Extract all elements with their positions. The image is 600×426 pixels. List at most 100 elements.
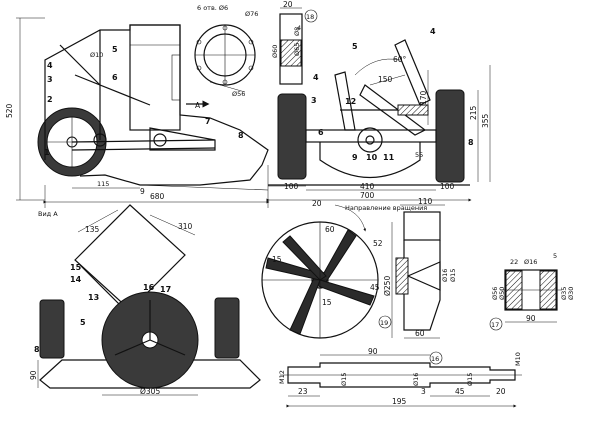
callout-side-4b: 4 [430, 27, 436, 36]
dim-hub-d30: Ø30 [567, 287, 575, 300]
dim-hub-d5: 5 [553, 252, 557, 260]
dim-side-d55: 55 [415, 151, 423, 159]
callout-side-9: 9 [352, 153, 358, 162]
dim-impeller-d15a: 15 [272, 255, 282, 264]
dim-front-wheel-offset: 115 [97, 180, 109, 188]
callout-side-12: 12 [345, 97, 356, 106]
dim-side-d215: 215 [469, 105, 478, 120]
callout-bottom-16: 16 [143, 283, 155, 292]
callout-front-5: 5 [112, 45, 118, 54]
dim-blade-d15: Ø15 [449, 269, 457, 282]
dim-side-w410: 410 [360, 182, 375, 191]
callout-side-8: 8 [468, 138, 474, 147]
dim-impeller-d52: 52 [373, 239, 383, 248]
front-body-outline [44, 24, 269, 186]
callout-side-11: 11 [383, 153, 395, 162]
callout-side-6: 6 [318, 128, 324, 137]
side-view: 410 100 100 700 355 215 170 150 60° 55 3… [266, 27, 491, 202]
impeller-blades [265, 229, 375, 335]
impeller-direction-label: Направление вращения [345, 204, 427, 212]
dim-shaft-m10: M10 [514, 352, 522, 366]
dim-bracket-w: 20 [283, 0, 293, 9]
dim-bracket-h2: Ø65 [293, 43, 301, 56]
callout-side-4: 4 [313, 73, 319, 82]
dim-hub-d50: Ø50 [498, 287, 506, 300]
dim-ring-outer: Ø76 [245, 10, 258, 18]
dim-side-d150: 150 [378, 75, 393, 84]
dim-side-w100a: 100 [284, 182, 299, 191]
callout-ref-17: 17 [491, 321, 499, 329]
dim-hub-d16: Ø16 [524, 258, 537, 266]
dim-hub-d90: 90 [526, 314, 536, 323]
dim-blade-d60: 60 [415, 329, 425, 338]
dim-side-w100b: 100 [440, 182, 455, 191]
dim-shaft-d15b: Ø15 [466, 373, 474, 386]
dim-bracket-h3: Ø8 [293, 27, 301, 36]
dim-shaft-d45: 45 [455, 387, 465, 396]
dim-shaft-d90: 90 [368, 347, 378, 356]
shaft-detail: 90 M12 Ø15 Ø16 Ø15 M10 16 23 3 45 20 195 [278, 347, 522, 408]
dim-shaft-d23: 23 [298, 387, 308, 396]
callout-front-8: 8 [238, 131, 244, 140]
callout-front-6: 6 [112, 73, 118, 82]
callout-side-5: 5 [352, 42, 358, 51]
dim-front-width: 680 [150, 192, 165, 201]
dim-blade-w110: 110 [418, 197, 433, 206]
dim-shaft-d195: 195 [392, 397, 407, 406]
dim-front-height: 520 [5, 103, 14, 118]
callout-ref-16: 16 [431, 355, 439, 363]
dim-impeller-d45: 45 [370, 283, 380, 292]
dim-impeller-d20: 20 [312, 199, 322, 208]
dim-shaft-d20: 20 [496, 387, 506, 396]
side-chute [334, 71, 356, 131]
dim-view-a-d135: 135 [85, 225, 100, 234]
callout-bottom-15: 15 [70, 263, 82, 272]
view-a-wheel-right [214, 297, 240, 359]
dim-view-a-d305: Ø305 [140, 387, 160, 396]
blade-section: 110 60 Ø16 Ø15 [395, 197, 457, 339]
callout-front-2: 2 [47, 95, 53, 104]
dim-shaft-d3: 3 [421, 387, 426, 396]
front-view-arrow-a: A [195, 101, 201, 110]
callout-ref-18: 18 [306, 13, 314, 21]
view-a: Вид А 135 310 Ø305 90 5 8 13 14 15 16 17 [29, 204, 261, 396]
callout-side-10: 10 [366, 153, 378, 162]
dim-bracket-t: 4 [297, 24, 301, 32]
callout-bottom-17: 17 [160, 285, 171, 294]
callout-ref-19: 19 [380, 319, 388, 327]
dim-shaft-d16: Ø16 [412, 373, 420, 386]
ring-detail: 6 отв. Ø6 Ø76 Ø56 [194, 4, 258, 98]
dim-front-phi10: Ø10 [90, 51, 103, 59]
callout-side-3: 3 [311, 96, 317, 105]
side-wheel-left [277, 93, 307, 180]
front-mark-9: 9 [140, 187, 145, 196]
callout-bottom-13: 13 [88, 293, 99, 302]
view-a-label: Вид А [38, 210, 58, 218]
dim-view-a-d90: 90 [29, 370, 38, 380]
dim-blade-d16: Ø16 [441, 269, 449, 282]
dim-shaft-m12: M12 [278, 370, 286, 384]
side-wheel-right [435, 89, 465, 183]
front-view: 520 680 115 9 Ø10 A [5, 17, 270, 208]
dim-ring-holes: 6 отв. Ø6 [197, 4, 228, 12]
hub-detail: 22 Ø16 5 Ø56 Ø50 Ø35 Ø30 90 17 [489, 252, 575, 331]
dim-view-a-d310: 310 [178, 222, 193, 231]
dim-impeller-d250: Ø250 [383, 276, 392, 296]
dim-side-w700: 700 [360, 191, 375, 200]
dim-ring-inner: Ø56 [232, 90, 245, 98]
dim-impeller-d60: 60 [325, 225, 335, 234]
bracket-detail: 20 4 Ø60 Ø65 Ø8 18 [271, 0, 318, 85]
dim-side-d355: 355 [481, 113, 490, 128]
dim-bracket-h1: Ø60 [271, 45, 279, 58]
view-a-wheel-left [39, 299, 65, 359]
callout-front-3: 3 [47, 75, 53, 84]
callout-bottom-5: 5 [80, 318, 86, 327]
dim-hub-d35: Ø35 [560, 287, 568, 300]
dim-side-d170: 170 [419, 90, 428, 105]
callout-front-7: 7 [205, 117, 211, 126]
impeller-detail: Направление вращения 20 60 52 45 15 15 Ø… [261, 199, 427, 339]
dim-impeller-d15b: 15 [322, 298, 332, 307]
callout-front-4: 4 [47, 61, 53, 70]
callout-bottom-14: 14 [70, 275, 82, 284]
